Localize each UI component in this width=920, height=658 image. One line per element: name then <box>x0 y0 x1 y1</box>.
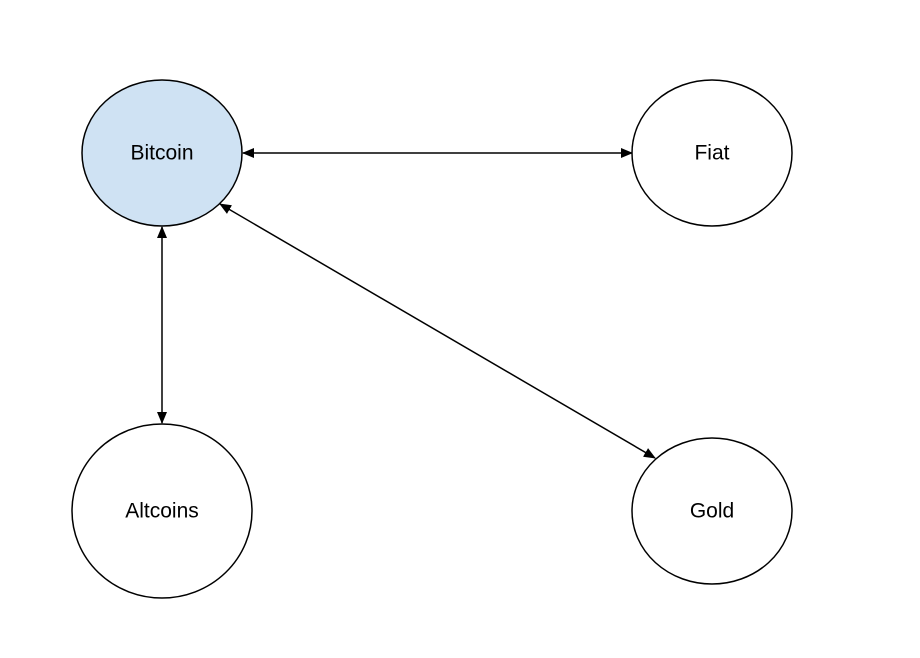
node-fiat[interactable]: Fiat <box>631 79 793 227</box>
node-bitcoin[interactable]: Bitcoin <box>81 79 243 227</box>
node-fiat-shape <box>631 79 793 227</box>
node-altcoins[interactable]: Altcoins <box>71 423 253 599</box>
node-bitcoin-shape <box>81 79 243 227</box>
node-altcoins-shape <box>71 423 253 599</box>
node-bitcoin-label: Bitcoin <box>130 142 193 165</box>
edge-bitcoin-gold <box>219 203 656 459</box>
node-gold[interactable]: Gold <box>631 437 793 585</box>
node-gold-shape <box>631 437 793 585</box>
node-altcoins-label: Altcoins <box>125 500 199 523</box>
node-gold-label: Gold <box>690 500 734 523</box>
node-fiat-label: Fiat <box>694 142 729 165</box>
